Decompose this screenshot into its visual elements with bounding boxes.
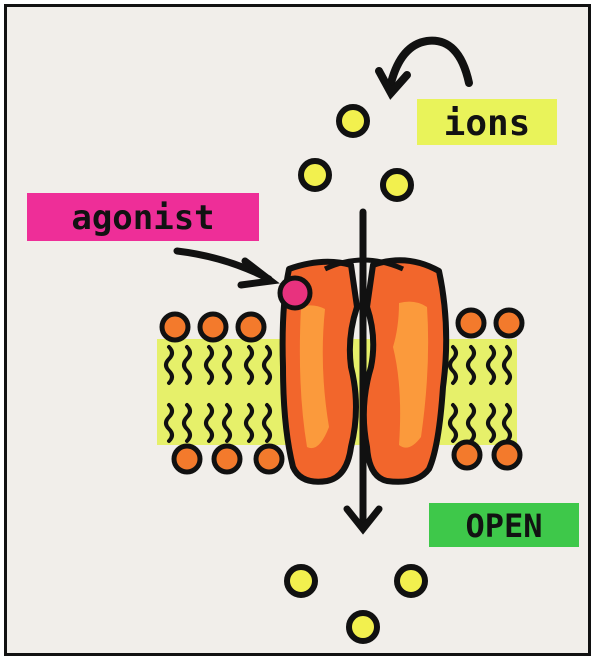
- ion-channel-diagram: ions agonist OPEN: [7, 7, 591, 656]
- ions-below: [287, 567, 425, 641]
- diagram-frame: ions agonist OPEN: [4, 4, 591, 656]
- ions-above: [301, 107, 411, 199]
- agonist-label: agonist: [71, 198, 214, 238]
- agonist-label-group: agonist: [27, 193, 259, 241]
- ions-label: ions: [444, 103, 531, 144]
- open-label-group: OPEN: [429, 503, 579, 547]
- agonist-arrow: [177, 251, 271, 285]
- ions-arrow: [379, 41, 469, 93]
- ions-label-group: ions: [417, 99, 557, 145]
- open-label: OPEN: [465, 507, 542, 545]
- agonist-molecule: [280, 278, 310, 308]
